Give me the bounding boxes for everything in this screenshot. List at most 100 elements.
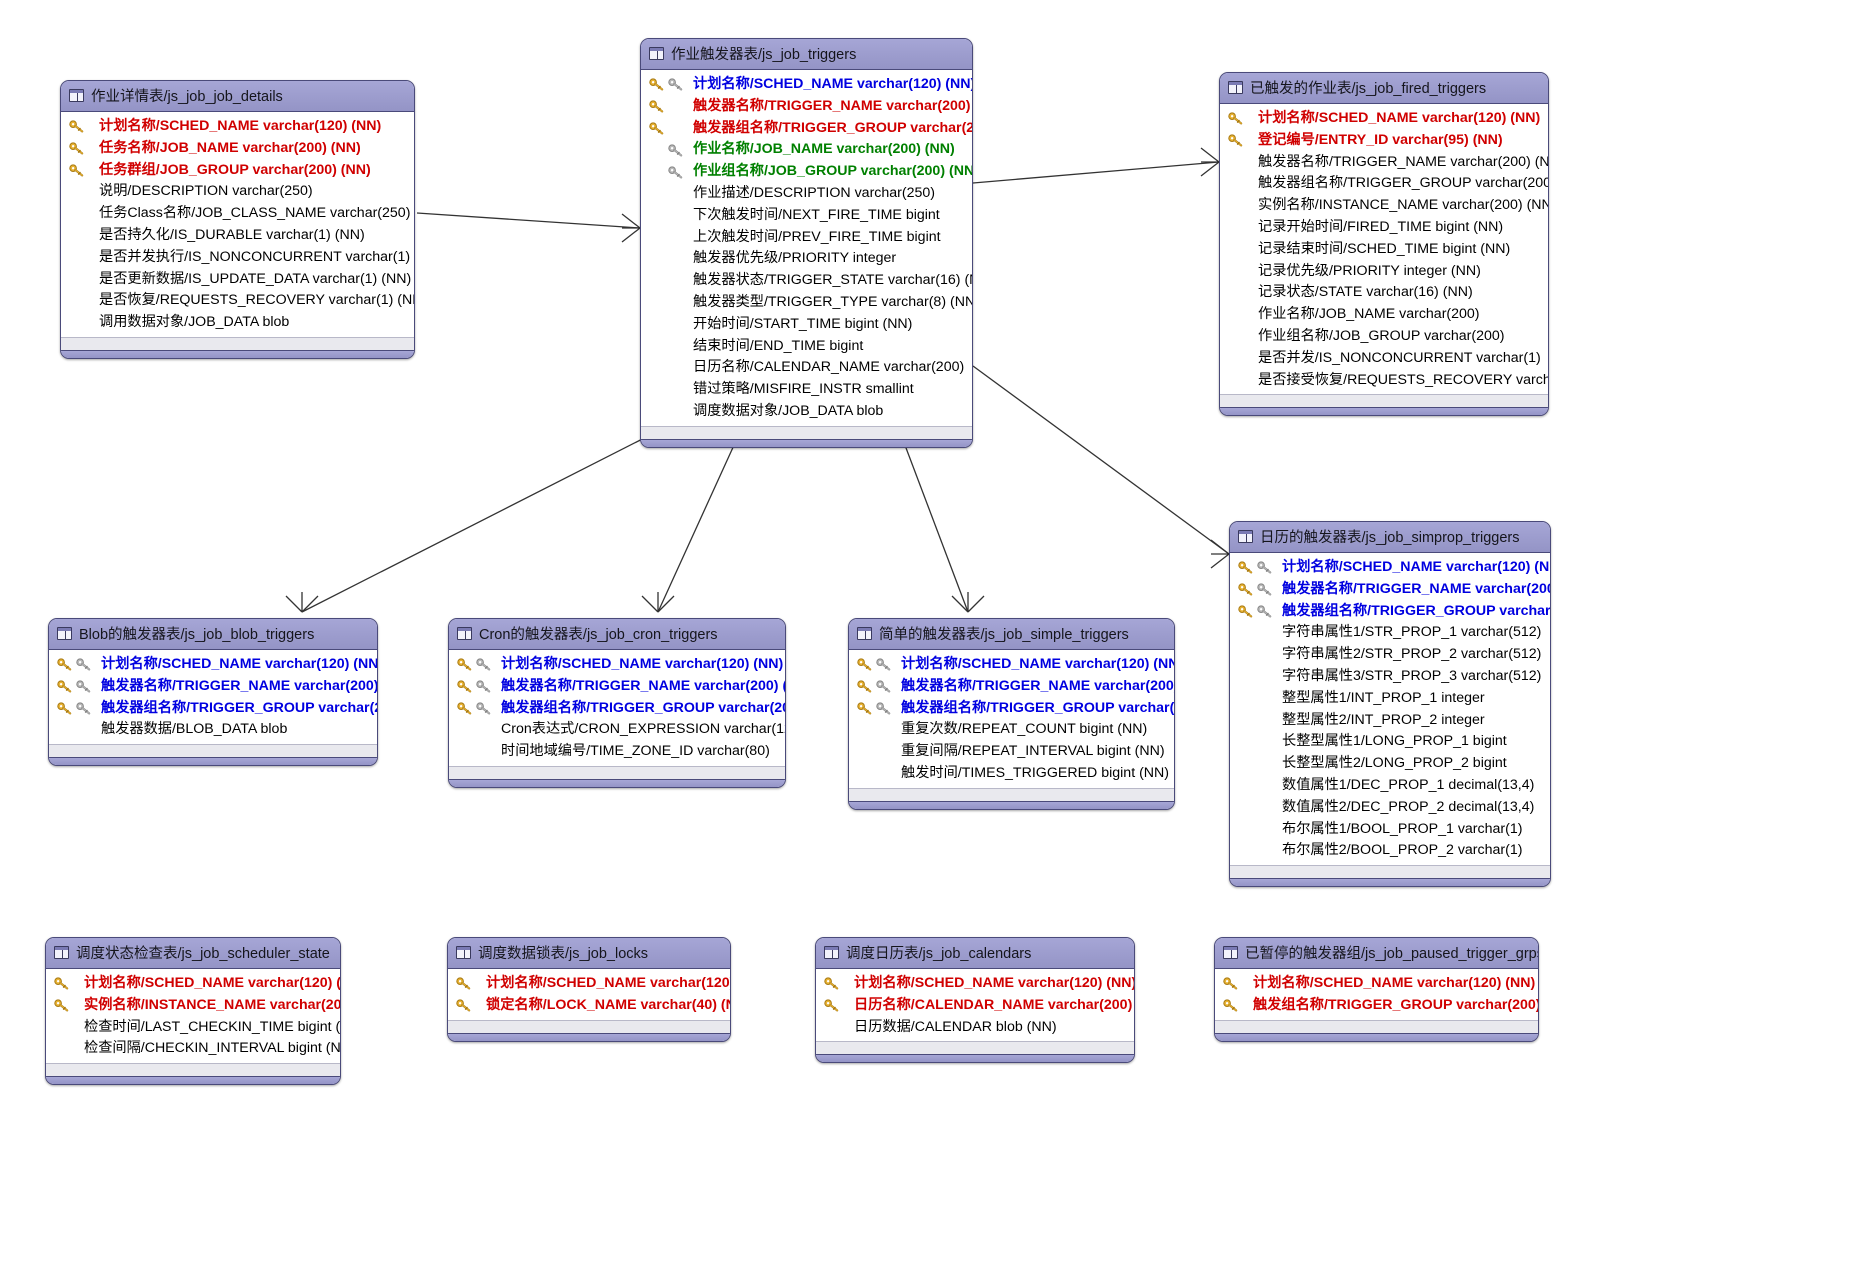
attribute-row[interactable]: 是否更新数据/IS_UPDATE_DATA varchar(1) (NN) [61,269,414,291]
entity-fired_triggers[interactable]: 已触发的作业表/js_job_fired_triggers 计划名称/SCHED_… [1219,72,1549,417]
attribute-row[interactable]: 触发器组名称/TRIGGER_GROUP varchar(200) (NN) [449,698,785,720]
entity-header-fired_triggers[interactable]: 已触发的作业表/js_job_fired_triggers [1220,73,1548,104]
attribute-row[interactable]: 计划名称/SCHED_NAME varchar(120) (NN) [46,973,340,995]
attribute-row[interactable]: 作业描述/DESCRIPTION varchar(250) [641,183,972,205]
attribute-row[interactable]: 布尔属性2/BOOL_PROP_2 varchar(1) [1230,840,1550,862]
attribute-row[interactable]: 触发器名称/TRIGGER_NAME varchar(200) (NN) [641,96,972,118]
attribute-row[interactable]: 触发器组名称/TRIGGER_GROUP varchar(200) (NN) [849,698,1174,720]
entity-blob_triggers[interactable]: Blob的触发器表/js_job_blob_triggers 计划名称/SCHED… [48,618,378,767]
attribute-row[interactable]: 开始时间/START_TIME bigint (NN) [641,314,972,336]
entity-header-job_details[interactable]: 作业详情表/js_job_job_details [61,81,414,112]
attribute-row[interactable]: 调度数据对象/JOB_DATA blob [641,401,972,423]
attribute-row[interactable]: 触发器名称/TRIGGER_NAME varchar(200) (NN) [849,676,1174,698]
attribute-row[interactable]: 说明/DESCRIPTION varchar(250) [61,181,414,203]
attribute-row[interactable]: 是否并发执行/IS_NONCONCURRENT varchar(1) (NN) [61,247,414,269]
attribute-row[interactable]: 计划名称/SCHED_NAME varchar(120) (NN) [49,654,377,676]
attribute-row[interactable]: 检查间隔/CHECKIN_INTERVAL bigint (NN) [46,1038,340,1060]
attribute-row[interactable]: 作业名称/JOB_NAME varchar(200) (NN) [641,139,972,161]
attribute-row[interactable]: 触发器组名称/TRIGGER_GROUP varchar(200) (NN) [49,698,377,720]
attribute-row[interactable]: 作业组名称/JOB_GROUP varchar(200) [1220,326,1548,348]
entity-simprop_triggers[interactable]: 日历的触发器表/js_job_simprop_triggers 计划名称/SCHE… [1229,521,1551,888]
attribute-row[interactable]: 触发时间/TIMES_TRIGGERED bigint (NN) [849,763,1174,785]
entity-header-calendars[interactable]: 调度日历表/js_job_calendars [816,938,1134,969]
attribute-row[interactable]: 任务群组/JOB_GROUP varchar(200) (NN) [61,160,414,182]
entity-header-paused_trigger_grps[interactable]: 已暂停的触发器组/js_job_paused_trigger_grps [1215,938,1538,969]
attribute-row[interactable]: 锁定名称/LOCK_NAME varchar(40) (NN) [448,995,730,1017]
entity-header-blob_triggers[interactable]: Blob的触发器表/js_job_blob_triggers [49,619,377,650]
attribute-row[interactable]: 触发器类型/TRIGGER_TYPE varchar(8) (NN) [641,292,972,314]
entity-header-scheduler_state[interactable]: 调度状态检查表/js_job_scheduler_state [46,938,340,969]
attribute-row[interactable]: 日历名称/CALENDAR_NAME varchar(200) (NN) [816,995,1134,1017]
entity-scheduler_state[interactable]: 调度状态检查表/js_job_scheduler_state 计划名称/SCHED… [45,937,341,1086]
attribute-row[interactable]: 是否并发/IS_NONCONCURRENT varchar(1) [1220,348,1548,370]
entity-cron_triggers[interactable]: Cron的触发器表/js_job_cron_triggers 计划名称/SCHED… [448,618,786,788]
attribute-row[interactable]: 计划名称/SCHED_NAME varchar(120) (NN) [61,116,414,138]
attribute-row[interactable]: 计划名称/SCHED_NAME varchar(120) (NN) [1230,557,1550,579]
entity-header-job_triggers[interactable]: 作业触发器表/js_job_triggers [641,39,972,70]
entity-header-locks[interactable]: 调度数据锁表/js_job_locks [448,938,730,969]
attribute-row[interactable]: 布尔属性1/BOOL_PROP_1 varchar(1) [1230,819,1550,841]
attribute-row[interactable]: 实例名称/INSTANCE_NAME varchar(200) (NN) [1220,195,1548,217]
attribute-row[interactable]: 触发器组名称/TRIGGER_GROUP varchar(200) (NN) [1230,601,1550,623]
attribute-row[interactable]: 触发器优先级/PRIORITY integer [641,248,972,270]
attribute-row[interactable]: 作业组名称/JOB_GROUP varchar(200) (NN) [641,161,972,183]
attribute-row[interactable]: 计划名称/SCHED_NAME varchar(120) (NN) [849,654,1174,676]
attribute-row[interactable]: 记录状态/STATE varchar(16) (NN) [1220,282,1548,304]
entity-simple_triggers[interactable]: 简单的触发器表/js_job_simple_triggers 计划名称/SCHED… [848,618,1175,810]
attribute-row[interactable]: 触发组名称/TRIGGER_GROUP varchar(200) (NN) [1215,995,1538,1017]
attribute-row[interactable]: 触发器状态/TRIGGER_STATE varchar(16) (NN) [641,270,972,292]
attribute-row[interactable]: 触发器数据/BLOB_DATA blob [49,719,377,741]
attribute-row[interactable]: 错过策略/MISFIRE_INSTR smallint [641,379,972,401]
entity-header-cron_triggers[interactable]: Cron的触发器表/js_job_cron_triggers [449,619,785,650]
attribute-row[interactable]: 实例名称/INSTANCE_NAME varchar(200) (NN) [46,995,340,1017]
entity-locks[interactable]: 调度数据锁表/js_job_locks 计划名称/SCHED_NAME varch… [447,937,731,1042]
attribute-row[interactable]: 检查时间/LAST_CHECKIN_TIME bigint (NN) [46,1017,340,1039]
attribute-row[interactable]: 计划名称/SCHED_NAME varchar(120) (NN) [1220,108,1548,130]
attribute-row[interactable]: 触发器名称/TRIGGER_NAME varchar(200) (NN) [449,676,785,698]
attribute-row[interactable]: 记录优先级/PRIORITY integer (NN) [1220,261,1548,283]
entity-header-simprop_triggers[interactable]: 日历的触发器表/js_job_simprop_triggers [1230,522,1550,553]
attribute-row[interactable]: 下次触发时间/NEXT_FIRE_TIME bigint [641,205,972,227]
attribute-row[interactable]: 长整型属性1/LONG_PROP_1 bigint [1230,731,1550,753]
attribute-row[interactable]: 触发器组名称/TRIGGER_GROUP varchar(200) (NN) [1220,173,1548,195]
attribute-row[interactable]: 长整型属性2/LONG_PROP_2 bigint [1230,753,1550,775]
entity-paused_trigger_grps[interactable]: 已暂停的触发器组/js_job_paused_trigger_grps 计划名称/… [1214,937,1539,1042]
attribute-row[interactable]: 重复间隔/REPEAT_INTERVAL bigint (NN) [849,741,1174,763]
attribute-row[interactable]: 触发器名称/TRIGGER_NAME varchar(200) (NN) [49,676,377,698]
attribute-row[interactable]: 计划名称/SCHED_NAME varchar(120) (NN) [448,973,730,995]
attribute-row[interactable]: 字符串属性3/STR_PROP_3 varchar(512) [1230,666,1550,688]
attribute-row[interactable]: 计划名称/SCHED_NAME varchar(120) (NN) [449,654,785,676]
attribute-row[interactable]: 计划名称/SCHED_NAME varchar(120) (NN) [816,973,1134,995]
attribute-row[interactable]: 结束时间/END_TIME bigint [641,336,972,358]
entity-calendars[interactable]: 调度日历表/js_job_calendars 计划名称/SCHED_NAME va… [815,937,1135,1064]
attribute-row[interactable]: 日历名称/CALENDAR_NAME varchar(200) [641,357,972,379]
attribute-row[interactable]: 作业名称/JOB_NAME varchar(200) [1220,304,1548,326]
entity-header-simple_triggers[interactable]: 简单的触发器表/js_job_simple_triggers [849,619,1174,650]
attribute-row[interactable]: 计划名称/SCHED_NAME varchar(120) (NN) [1215,973,1538,995]
attribute-row[interactable]: 整型属性1/INT_PROP_1 integer [1230,688,1550,710]
attribute-row[interactable]: 触发器名称/TRIGGER_NAME varchar(200) (NN) [1220,152,1548,174]
attribute-row[interactable]: 是否恢复/REQUESTS_RECOVERY varchar(1) (NN) [61,290,414,312]
attribute-row[interactable]: 数值属性2/DEC_PROP_2 decimal(13,4) [1230,797,1550,819]
attribute-row[interactable]: 触发器名称/TRIGGER_NAME varchar(200) (NN) [1230,579,1550,601]
attribute-row[interactable]: 记录开始时间/FIRED_TIME bigint (NN) [1220,217,1548,239]
attribute-row[interactable]: 记录结束时间/SCHED_TIME bigint (NN) [1220,239,1548,261]
attribute-row[interactable]: 字符串属性2/STR_PROP_2 varchar(512) [1230,644,1550,666]
attribute-row[interactable]: 上次触发时间/PREV_FIRE_TIME bigint [641,227,972,249]
attribute-row[interactable]: 任务名称/JOB_NAME varchar(200) (NN) [61,138,414,160]
attribute-row[interactable]: 触发器组名称/TRIGGER_GROUP varchar(200) (NN) [641,118,972,140]
attribute-row[interactable]: 字符串属性1/STR_PROP_1 varchar(512) [1230,622,1550,644]
attribute-row[interactable]: 重复次数/REPEAT_COUNT bigint (NN) [849,719,1174,741]
attribute-row[interactable]: 整型属性2/INT_PROP_2 integer [1230,710,1550,732]
attribute-row[interactable]: 登记编号/ENTRY_ID varchar(95) (NN) [1220,130,1548,152]
attribute-row[interactable]: 任务Class名称/JOB_CLASS_NAME varchar(250) (N… [61,203,414,225]
attribute-row[interactable]: 数值属性1/DEC_PROP_1 decimal(13,4) [1230,775,1550,797]
entity-job_details[interactable]: 作业详情表/js_job_job_details 计划名称/SCHED_NAME … [60,80,415,359]
attribute-row[interactable]: 是否持久化/IS_DURABLE varchar(1) (NN) [61,225,414,247]
attribute-row[interactable]: 调用数据对象/JOB_DATA blob [61,312,414,334]
entity-job_triggers[interactable]: 作业触发器表/js_job_triggers 计划名称/SCHED_NAME va… [640,38,973,448]
attribute-row[interactable]: Cron表达式/CRON_EXPRESSION varchar(120) (NN… [449,719,785,741]
attribute-row[interactable]: 是否接受恢复/REQUESTS_RECOVERY varchar(1) [1220,370,1548,392]
attribute-row[interactable]: 计划名称/SCHED_NAME varchar(120) (NN) [641,74,972,96]
